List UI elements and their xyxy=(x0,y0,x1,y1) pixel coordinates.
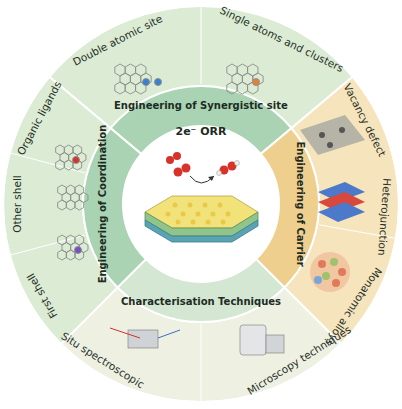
instrument-sketches xyxy=(110,325,284,355)
ring-label: Other shell xyxy=(11,175,23,233)
segment-title: Engineering of Carrier xyxy=(293,141,305,266)
sub-divider xyxy=(201,7,202,84)
catalyst-slab xyxy=(145,196,258,242)
sub-divider xyxy=(201,324,202,401)
oxygen-molecules xyxy=(166,152,240,183)
vacancy-sheet xyxy=(300,115,365,155)
graphene-hex xyxy=(227,82,237,94)
graphene-hex xyxy=(141,73,151,85)
metal-atom xyxy=(155,79,162,86)
center-label-box: 2e⁻ ORR xyxy=(176,126,227,138)
sub-divider xyxy=(11,153,85,173)
graphene-hex xyxy=(253,73,263,85)
graphene-hex xyxy=(237,82,247,94)
segment-title: Characterisation Techniques xyxy=(121,296,281,308)
graphene-hex xyxy=(66,200,75,210)
graphene-hex xyxy=(125,82,135,94)
graphene-hex xyxy=(75,200,84,210)
heterojunction-layers xyxy=(318,182,365,222)
segment-title: Engineering of Coordination xyxy=(97,125,109,284)
segment-title: 2e⁻ ORR xyxy=(176,126,227,138)
ring-segment-box: Engineering of Coordination xyxy=(97,125,109,284)
metal-atom xyxy=(75,247,82,254)
outer-sector xyxy=(3,77,118,344)
graphene-hex xyxy=(115,82,125,94)
graphene-hex xyxy=(58,250,67,260)
graphene-hex xyxy=(56,160,65,170)
ring-segment-box: Engineering of Synergistic site xyxy=(114,100,288,112)
outer-sector xyxy=(49,6,352,128)
ring-segment-box: Engineering of Carrier xyxy=(293,141,305,266)
metal-atom xyxy=(143,79,150,86)
graphene-hex xyxy=(64,160,73,170)
center-disc xyxy=(124,127,278,281)
segment-title: Engineering of Synergistic site xyxy=(114,100,288,112)
metal-atom xyxy=(253,79,260,86)
outer-sector xyxy=(61,287,341,402)
ring-segment-box: Characterisation Techniques xyxy=(121,296,281,308)
graphene-hex xyxy=(58,200,67,210)
graphene-patches xyxy=(56,64,263,260)
graphene-hex xyxy=(66,250,75,260)
metal-atom xyxy=(73,157,80,164)
alloy-particle xyxy=(310,252,350,292)
